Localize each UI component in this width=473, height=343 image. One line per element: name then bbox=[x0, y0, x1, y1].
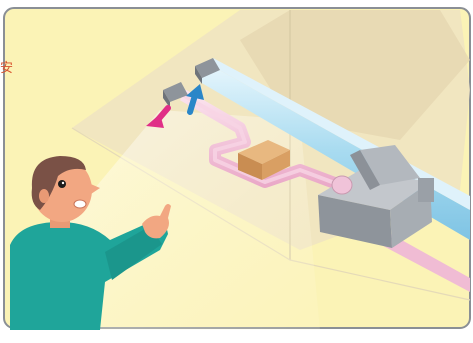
caption-edge-glyph: 安 bbox=[0, 62, 13, 76]
